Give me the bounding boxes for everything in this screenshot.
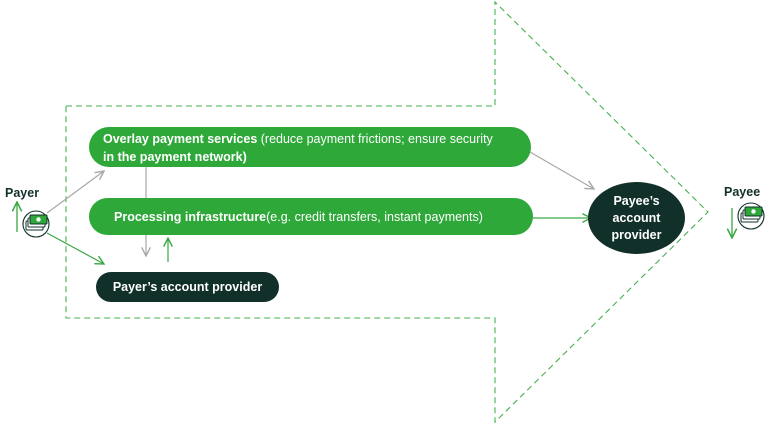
payer-money-stack-icon: [22, 210, 50, 238]
arrow-payer-to-provider: [46, 232, 104, 264]
overlay-title: Overlay payment services: [103, 132, 258, 146]
payee-account-provider-node: Payee’s account provider: [588, 182, 685, 254]
payee-label: Payee: [724, 185, 761, 199]
payee-provider-line3: provider: [611, 227, 662, 242]
processing-title: Processing infrastructure: [114, 209, 267, 224]
payee-provider-line1: Payee’s: [613, 193, 660, 208]
processing-infrastructure-node: Processing infrastructure (e.g. credit t…: [89, 198, 533, 235]
overlay-detail-line1: (reduce payment frictions; ensure securi…: [257, 132, 493, 146]
arrow-payer-to-overlay: [46, 171, 104, 214]
processing-detail: (e.g. credit transfers, instant payments…: [266, 209, 483, 224]
payee-provider-line2: account: [612, 210, 661, 225]
payer-account-provider-node: Payer’s account provider: [96, 272, 279, 302]
arrow-overlay-to-payee-provider: [529, 151, 594, 189]
payee-money-stack-icon: [737, 202, 765, 230]
payer-label: Payer: [5, 186, 40, 200]
dashed-arrow-outline: [65, 0, 709, 424]
overlay-payment-services-node: Overlay payment services (reduce payment…: [89, 127, 531, 167]
overlay-detail-line2: in the payment network): [103, 150, 247, 164]
